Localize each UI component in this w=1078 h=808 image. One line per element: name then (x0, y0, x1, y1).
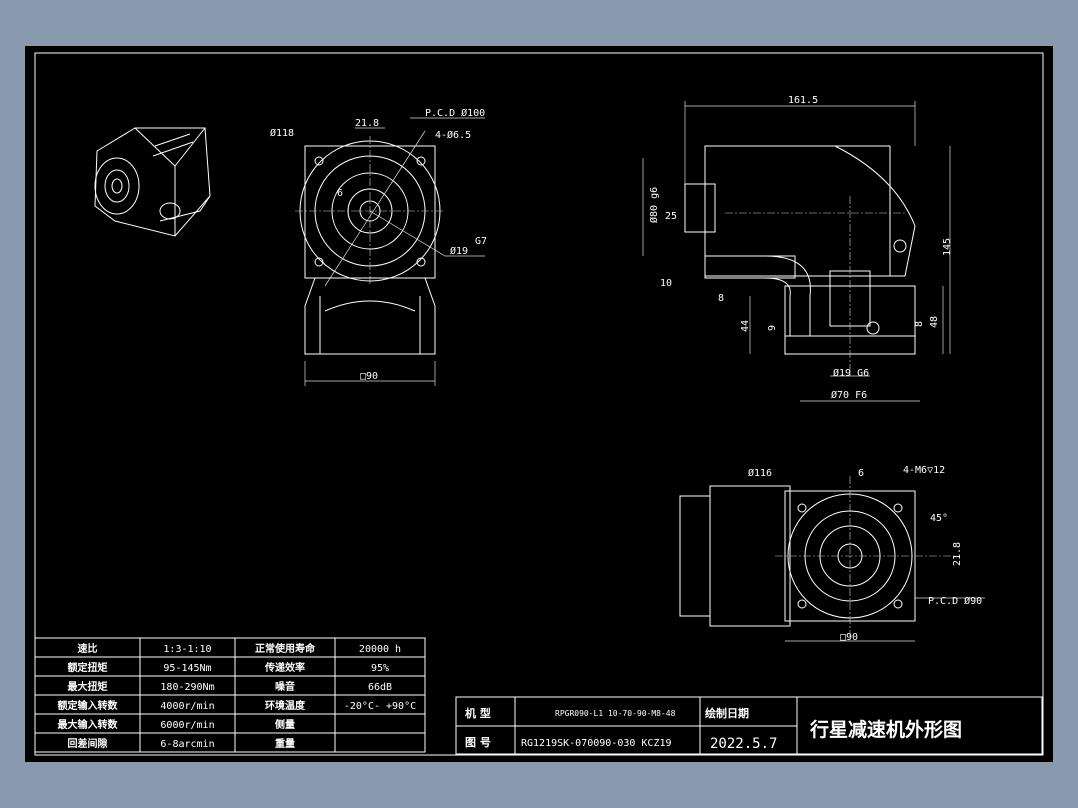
model-value: RPGR090-L1 10-70-90-M8-48 (555, 709, 676, 718)
dim-label: 48 (929, 316, 940, 328)
spec-value: 1:3-1:10 (163, 644, 211, 655)
date-label: 绘制日期 (705, 706, 749, 720)
dim-label: Ø19 G6 (833, 367, 869, 379)
front-view: Ø118 21.8 P.C.D Ø100 4-Ø6.5 Ø19 G7 6 □90 (270, 107, 487, 386)
dim-label: Ø116 (748, 467, 772, 479)
dim-label: 161.5 (788, 95, 818, 106)
spec-value: 66dB (368, 682, 392, 693)
spec-table: 速比 1:3-1:10 正常使用寿命 20000 h 额定扭矩 95-145Nm 传递效率 9… (34, 637, 426, 753)
drawing-no-label: 图 号 (465, 736, 491, 749)
dim-label: 8 (718, 293, 724, 304)
spec-label: 最大扭矩 (68, 680, 108, 693)
drawing-no-value: RG1219SK-070090-030 KCZ19 (521, 738, 672, 749)
spec-label: 速比 (78, 642, 98, 655)
spec-value: 4000r/min (160, 701, 214, 712)
dim-label: Ø80 g6 (648, 187, 660, 223)
dim-label: □90 (840, 632, 858, 643)
output-view: Ø116 6 4-M6▽12 45° 21.8 P.C.D Ø90 □90 (679, 465, 985, 643)
spec-label: 环境温度 (265, 699, 306, 712)
dim-label: 21.8 (952, 542, 963, 566)
dim-label: 6 (337, 188, 343, 199)
dim-label: 145 (942, 238, 953, 256)
dim-label: 10 (660, 278, 672, 289)
spec-value: 6000r/min (160, 720, 214, 731)
dim-label: 8 (914, 321, 925, 327)
spec-label: 噪音 (275, 680, 295, 693)
date-value: 2022.5.7 (710, 736, 777, 752)
spec-value: 6-8arcmin (160, 739, 214, 750)
spec-label: 侧量 (275, 718, 295, 731)
spec-value: 95-145Nm (163, 663, 211, 674)
dim-label: 6 (858, 468, 864, 479)
dim-label: P.C.D Ø90 (928, 595, 982, 607)
spec-label: 最大输入转数 (58, 718, 119, 731)
dim-label: 45° (930, 513, 948, 524)
spec-value: -20°C- +90°C (344, 701, 416, 712)
spec-value: 20000 h (359, 644, 401, 655)
drawing-border (34, 52, 1044, 756)
model-label: 机 型 (465, 706, 491, 720)
dim-label: 21.8 (355, 118, 379, 129)
drawing-sheet: Ø118 21.8 P.C.D Ø100 4-Ø6.5 Ø19 G7 6 □90… (25, 46, 1053, 762)
dim-label: Ø118 (270, 127, 294, 139)
side-view: 161.5 Ø80 g6 25 10 8 145 44 9 8 48 Ø19 G… (642, 95, 953, 402)
spec-value: 180-290Nm (160, 682, 214, 693)
spec-label: 额定扭矩 (68, 661, 108, 674)
dim-label: Ø19 (450, 245, 468, 257)
dim-label: 4-M6▽12 (903, 465, 945, 476)
dim-label: P.C.D Ø100 (425, 107, 485, 119)
isometric-view (94, 127, 211, 237)
spec-label: 回差间隙 (68, 737, 108, 750)
spec-label: 正常使用寿命 (255, 642, 316, 655)
dim-label: □90 (360, 371, 378, 382)
title-block: 机 型 RPGR090-L1 10-70-90-M8-48 绘制日期 图 号 R… (455, 696, 1043, 755)
spec-label: 传递效率 (264, 661, 305, 674)
dim-label: 44 (740, 320, 751, 332)
dim-label: 9 (767, 325, 778, 331)
spec-value: 95% (371, 663, 389, 674)
dim-label: 4-Ø6.5 (435, 129, 471, 141)
dim-label: Ø70 F6 (831, 389, 867, 401)
dim-label: 25 (665, 211, 677, 222)
dim-label: G7 (475, 236, 487, 247)
cad-drawing: Ø118 21.8 P.C.D Ø100 4-Ø6.5 Ø19 G7 6 □90… (34, 52, 1044, 756)
spec-label: 重量 (275, 737, 295, 750)
spec-label: 额定输入转数 (58, 699, 119, 712)
drawing-title: 行星减速机外形图 (809, 718, 962, 741)
